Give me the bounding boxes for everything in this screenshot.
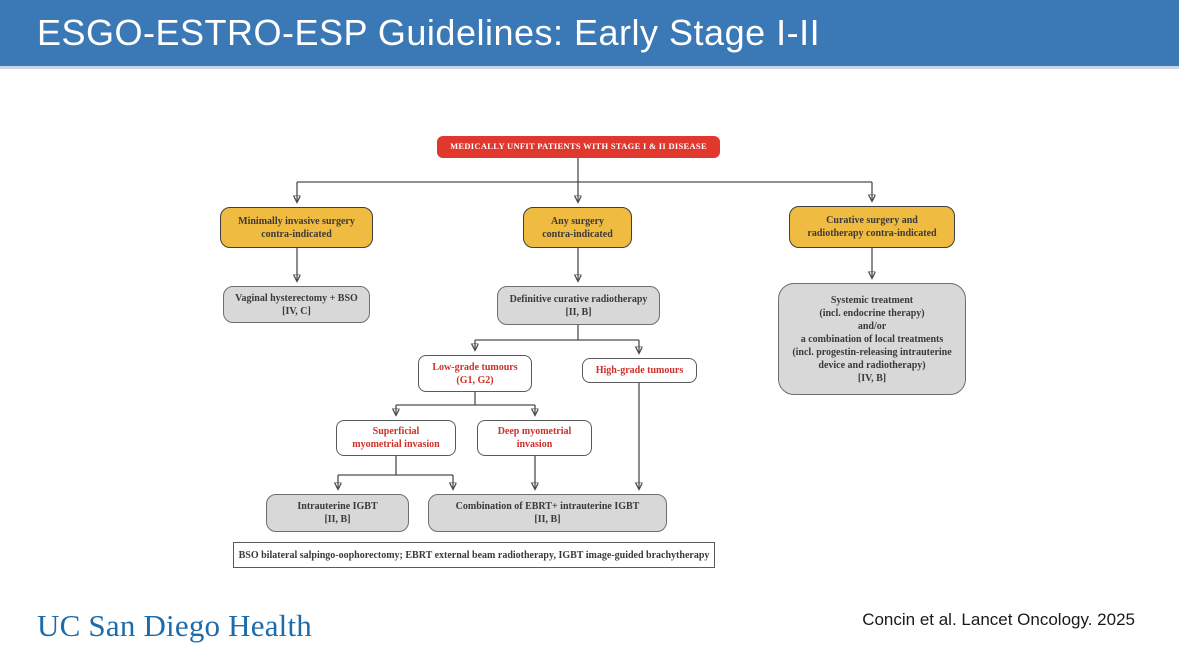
node-definitive-curative-radiotherapy: Definitive curative radiotherapy [II, B] bbox=[497, 286, 660, 325]
node-combination-ebrt-igbt: Combination of EBRT+ intrauterine IGBT [… bbox=[428, 494, 667, 532]
node-systemic-treatment: Systemic treatment (incl. endocrine ther… bbox=[778, 283, 966, 395]
node-low-grade-tumours: Low-grade tumours (G1, G2) bbox=[418, 355, 532, 392]
title-bar: ESGO-ESTRO-ESP Guidelines: Early Stage I… bbox=[0, 0, 1179, 69]
node-deep-myometrial-invasion: Deep myometrial invasion bbox=[477, 420, 592, 456]
abbreviations-legend: BSO bilateral salpingo-oophorectomy; EBR… bbox=[233, 542, 715, 568]
slide-title: ESGO-ESTRO-ESP Guidelines: Early Stage I… bbox=[37, 12, 821, 53]
ucsd-health-logo: UC San Diego Health bbox=[37, 608, 313, 643]
node-superficial-myometrial-invasion: Superficial myometrial invasion bbox=[336, 420, 456, 456]
node-vaginal-hysterectomy-bso: Vaginal hysterectomy + BSO [IV, C] bbox=[223, 286, 370, 323]
node-intrauterine-igbt: Intrauterine IGBT [II, B] bbox=[266, 494, 409, 532]
node-any-surgery-contraindicated: Any surgery contra-indicated bbox=[523, 207, 632, 248]
node-minimally-invasive-contraindicated: Minimally invasive surgery contra-indica… bbox=[220, 207, 373, 248]
node-medically-unfit: MEDICALLY UNFIT PATIENTS WITH STAGE I & … bbox=[437, 136, 720, 158]
node-high-grade-tumours: High-grade tumours bbox=[582, 358, 697, 383]
node-curative-surgery-rt-contraindicated: Curative surgery and radiotherapy contra… bbox=[789, 206, 955, 248]
citation: Concin et al. Lancet Oncology. 2025 bbox=[862, 610, 1135, 629]
